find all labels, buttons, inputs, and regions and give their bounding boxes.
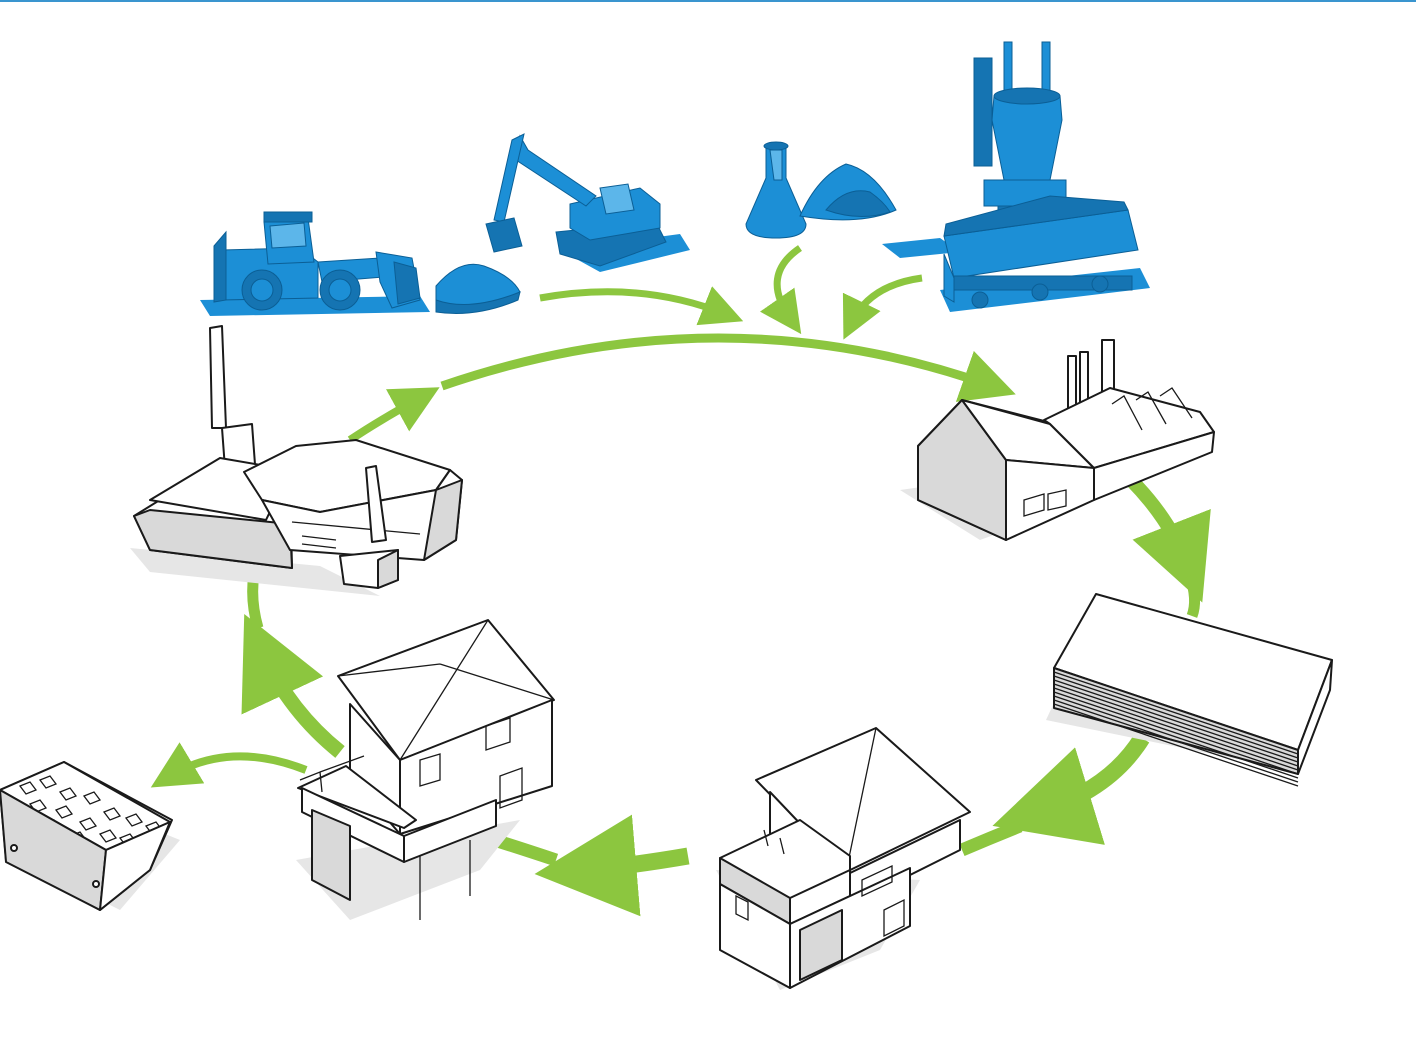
wheel-loader-icon <box>200 212 430 316</box>
flask-and-pile-icon <box>746 142 896 238</box>
arrow-used-house-to-container <box>170 756 306 776</box>
arrow-new-house-connector <box>962 826 1020 850</box>
board-stack-icon <box>1046 594 1332 786</box>
used-house-icon <box>296 620 554 920</box>
arrow-chemicals-to-cycle <box>777 248 800 318</box>
recycling-plant-icon <box>130 326 462 596</box>
raw-materials <box>200 42 1150 316</box>
arrow-recycling-to-top-arc <box>350 398 420 440</box>
arrow-factory-to-boards <box>1133 482 1188 566</box>
arrow-new-house-to-used-house <box>582 856 688 870</box>
arrow-boards-to-new-house <box>1038 738 1142 812</box>
new-house-icon <box>716 728 970 990</box>
blast-furnace-icon <box>882 42 1150 312</box>
arrow-top-arc-to-factory <box>442 338 992 386</box>
excavator-icon <box>436 134 690 314</box>
arrow-excavator-to-cycle <box>540 292 725 314</box>
arrow-boards-connector <box>1190 576 1195 616</box>
arrow-furnace-to-cycle <box>852 278 922 322</box>
arrow-used-house-to-recycling <box>262 652 340 752</box>
skip-container-icon <box>0 762 180 910</box>
